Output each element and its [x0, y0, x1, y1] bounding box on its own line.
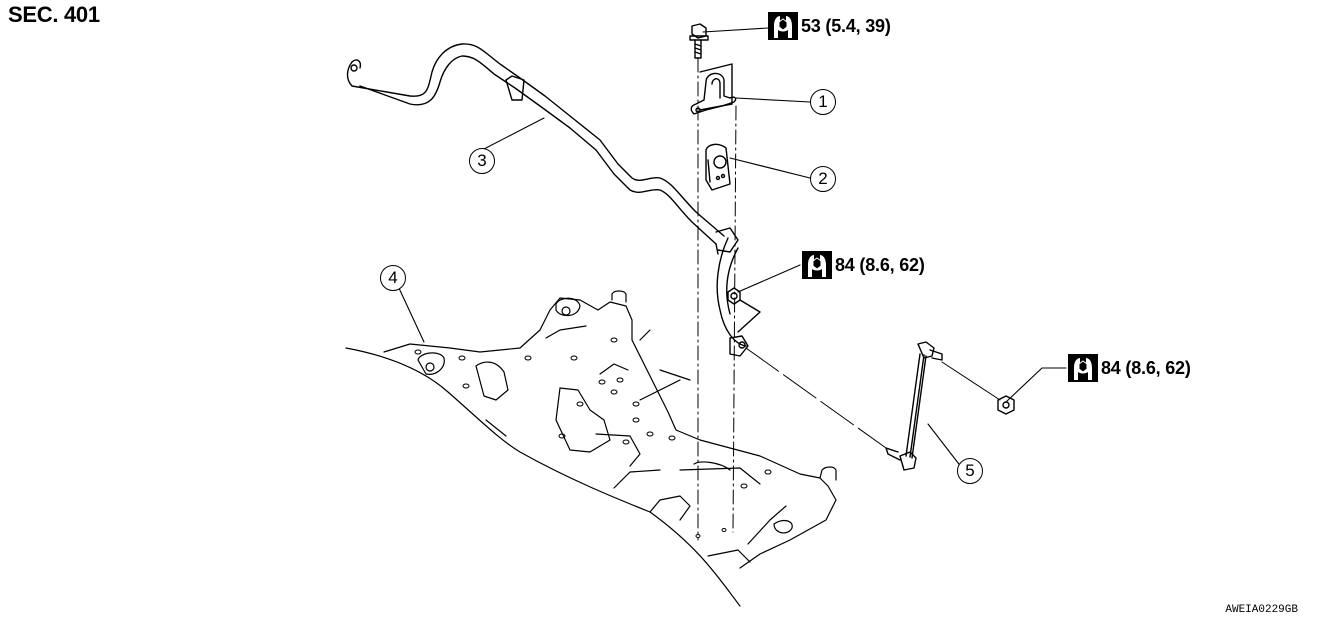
torque-value: 84 (8.6, 62)	[1101, 357, 1191, 378]
torque-wrench-icon	[802, 251, 832, 279]
callout-3: 3	[469, 148, 495, 174]
stabilizer-clamp	[690, 63, 737, 115]
stabilizer-bar	[346, 43, 747, 347]
leader-lines	[397, 27, 1067, 469]
torque-spec-link-nut-lower: 84 (8.6, 62)	[1068, 354, 1191, 382]
connecting-rod	[885, 341, 1015, 471]
callout-1: 1	[810, 89, 836, 115]
torque-value: 84 (8.6, 62)	[835, 254, 925, 275]
callout-2: 2	[810, 166, 836, 192]
figure-code: AWEIA0229GB	[1225, 604, 1298, 616]
suspension-member	[345, 290, 837, 607]
callout-4: 4	[380, 265, 406, 291]
clamp-bolt	[689, 23, 709, 59]
stabilizer-end-lug	[729, 335, 749, 357]
stabilizer-bushing	[705, 143, 731, 191]
callout-5: 5	[957, 458, 983, 484]
torque-wrench-icon	[768, 12, 798, 40]
alignment-lines	[697, 57, 737, 541]
link-alignment-line	[745, 347, 887, 449]
link-nut	[727, 287, 761, 333]
section-title: SEC. 401	[8, 2, 100, 27]
torque-spec-link-nut-upper: 84 (8.6, 62)	[802, 251, 925, 279]
torque-value: 53 (5.4, 39)	[801, 15, 891, 36]
torque-wrench-icon	[1068, 354, 1098, 382]
torque-spec-clamp-bolt: 53 (5.4, 39)	[768, 12, 891, 40]
link-alignment-line-2	[941, 361, 1001, 401]
